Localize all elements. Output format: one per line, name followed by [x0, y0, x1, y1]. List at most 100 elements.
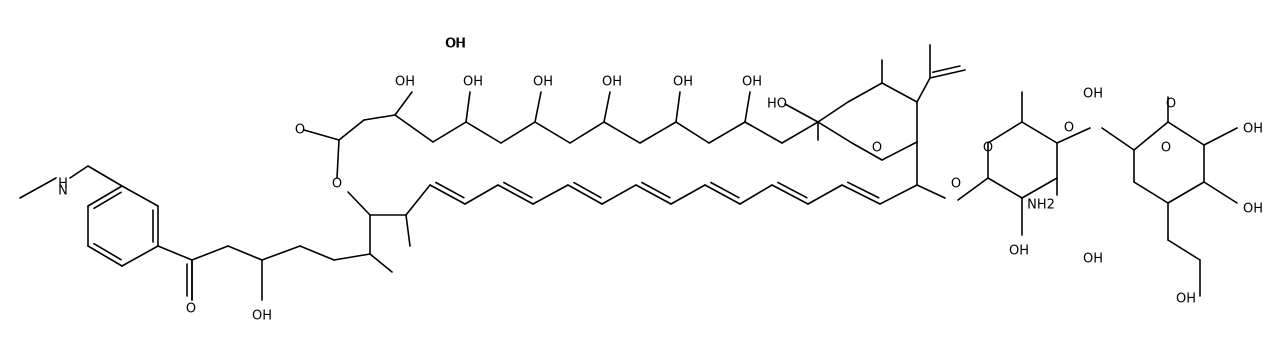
chain-lactone: [363, 114, 396, 121]
ester-bond: [336, 139, 340, 179]
hydroxymethyl-bond: [1167, 239, 1201, 261]
polyol-chain: [675, 121, 710, 144]
atom-label-a25: O: [186, 302, 196, 317]
pyran-ring: [881, 82, 918, 103]
polyene-double-bond: [635, 184, 672, 205]
acid-oh-bond-inner: [931, 65, 961, 74]
atom-label-a9: OH: [446, 37, 466, 52]
hexose-ring: [1133, 181, 1169, 204]
methyl-bond: [405, 214, 411, 247]
polyene-double-bond: [771, 184, 809, 205]
atom-label-a21: OH: [1243, 202, 1263, 217]
atom-label-a5: OH: [673, 75, 693, 90]
amino-sugar-ring: [1021, 121, 1058, 144]
aromatic-bond: [87, 245, 123, 267]
atom-label-a17: O: [1166, 97, 1176, 112]
polyol-chain: [500, 121, 536, 144]
oh-bond: [394, 91, 413, 116]
acid-oh-bond: [929, 69, 966, 79]
polyene-single-bond: [464, 184, 499, 205]
atom-label-a28: N: [58, 184, 68, 199]
carbonyl-bond: [303, 129, 340, 141]
aryl-bond: [157, 245, 193, 261]
atom-label-a27: H: [58, 177, 68, 192]
atom-label-a24: OH: [1083, 87, 1103, 102]
aromatic-bond: [121, 185, 159, 207]
polyene-double-bond-inner: [777, 181, 808, 199]
atom-label-a12: O: [872, 141, 882, 156]
hexose-ring: [1167, 181, 1205, 204]
glycoside-bond: [1056, 127, 1091, 144]
polyol-chain: [394, 114, 434, 143]
polyene-single-bond: [670, 184, 706, 205]
polyol-chain: [744, 121, 783, 144]
oh-bond: [465, 91, 471, 123]
polyene-double-bond-inner: [573, 181, 602, 199]
aromatic-bond-inner: [93, 242, 122, 261]
amino-sugar-ring: [957, 177, 989, 201]
polyene-double-bond: [704, 184, 741, 205]
polyol-chain: [534, 121, 571, 144]
side-chain: [227, 245, 263, 261]
polyol-chain: [639, 121, 677, 144]
oh-bond: [784, 103, 819, 123]
atom-label-a23: OH: [1083, 252, 1103, 267]
side-chain: [299, 245, 335, 261]
amino-sugar-ring: [987, 121, 1023, 144]
pyran-ring: [847, 82, 883, 103]
acid-bond: [916, 77, 931, 103]
aromatic-bond: [121, 245, 159, 267]
ring-bond: [781, 121, 819, 144]
amine-bond: [69, 165, 89, 179]
polyol-chain: [569, 121, 605, 144]
aromatic-bond: [87, 185, 123, 207]
chain-lactone: [338, 119, 365, 141]
polyol-chain: [603, 121, 641, 144]
atom-label-a1: OH: [395, 75, 415, 90]
side-chain: [369, 253, 393, 273]
hexose-ring: [1133, 121, 1169, 151]
polyene-double-bond-inner: [710, 181, 740, 199]
polyol-chain: [708, 121, 746, 144]
atom-label-a19: OH: [1009, 244, 1029, 259]
oh-bond: [675, 91, 681, 123]
atom-label-a20: OH: [1243, 122, 1263, 137]
hexose-ring: [1167, 121, 1205, 146]
polyene-double-bond: [841, 184, 881, 205]
oh-bond: [1203, 181, 1238, 204]
oh-bond: [744, 91, 751, 123]
pyran-ring: [817, 101, 849, 123]
atom-label-a7: OH: [445, 37, 465, 52]
oh-bond: [534, 91, 542, 123]
atom-label-a22: OH: [1176, 292, 1196, 307]
atom-label-a11: O: [332, 177, 342, 192]
glycoside-bond: [916, 184, 946, 199]
polyol-chain: [465, 121, 502, 144]
amine-bond: [87, 165, 123, 187]
polyol-chain: [432, 121, 467, 143]
atom-label-a18: NH2: [1027, 198, 1055, 213]
oh-bond: [603, 91, 611, 123]
bond-lines: [19, 44, 1238, 301]
atom-label-a2: OH: [463, 75, 483, 90]
polyene-double-bond: [497, 184, 534, 205]
polyene-double-bond: [429, 184, 466, 205]
atom-label-a14: O: [983, 141, 993, 156]
side-chain: [191, 245, 229, 261]
chain: [879, 184, 918, 205]
macrocycle-close: [347, 191, 371, 216]
atom-label-a10: O: [295, 123, 305, 138]
atom-label-a13: O: [951, 177, 961, 192]
side-chain: [333, 253, 371, 261]
polyene-single-bond: [532, 184, 569, 205]
polyene-double-bond: [567, 184, 603, 205]
atom-label-a26: OH: [252, 309, 272, 324]
amino-sugar-ring: [1021, 177, 1058, 199]
polyene-double-bond-inner: [503, 181, 533, 199]
atom-label-a4: OH: [602, 75, 622, 90]
side-chain: [261, 245, 301, 261]
atom-label-a8: HO: [767, 97, 787, 112]
amino-sugar-ring: [987, 177, 1023, 199]
